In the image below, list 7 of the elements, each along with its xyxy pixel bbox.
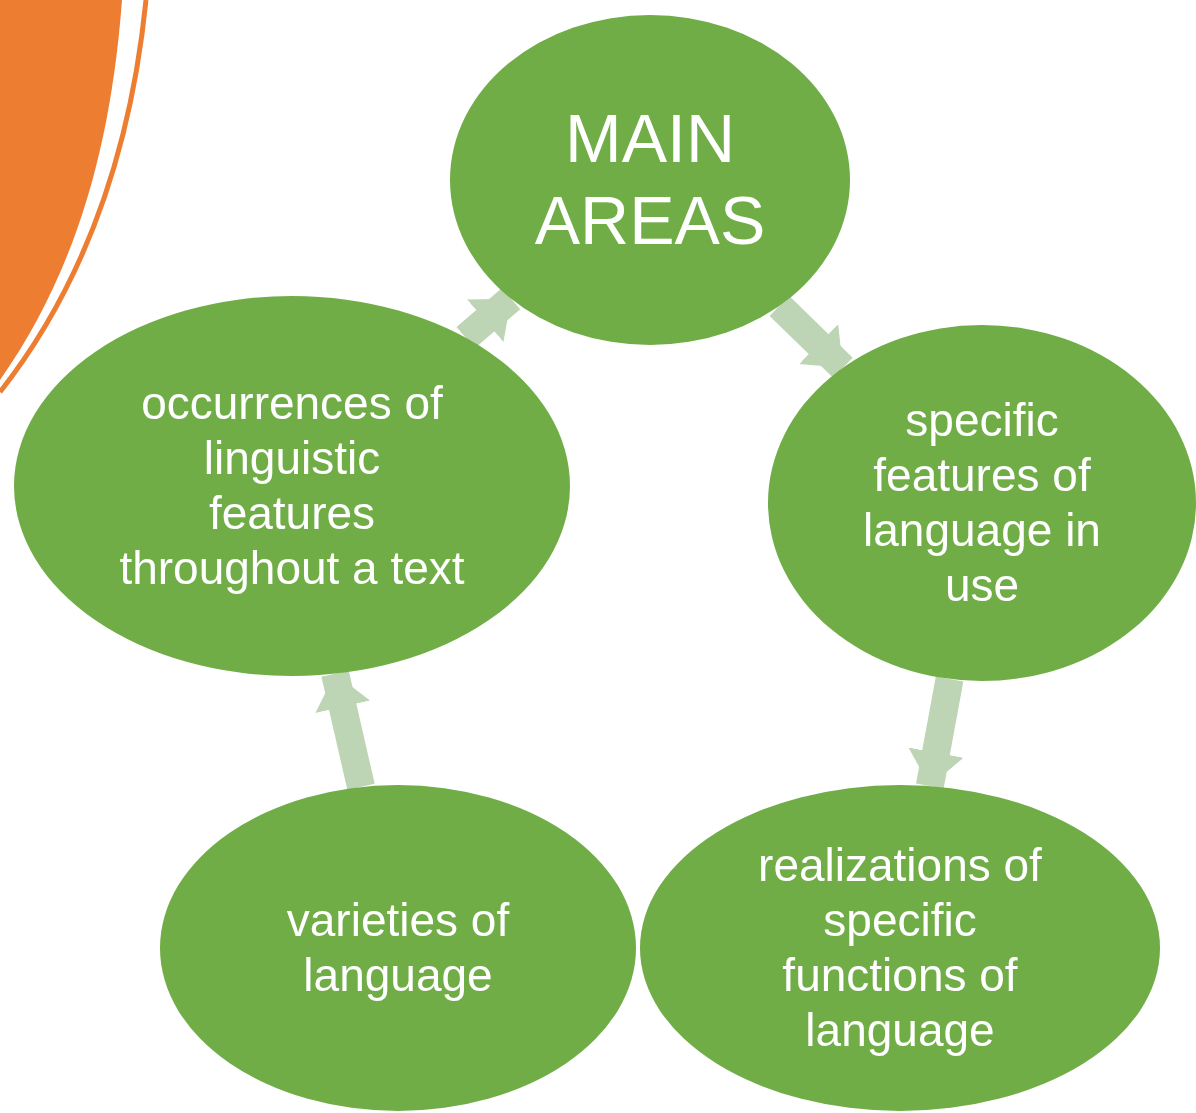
block-arrow	[769, 295, 853, 378]
block-arrow	[908, 676, 964, 789]
node-label: realizations of specific functions of language	[757, 837, 1043, 1059]
node-label: MAIN AREAS	[533, 99, 767, 260]
node-label: varieties of language	[285, 892, 511, 1003]
node-label: occurrences of linguistic features throughout a text	[118, 375, 466, 597]
node-label: specific features of language in use	[862, 392, 1102, 614]
